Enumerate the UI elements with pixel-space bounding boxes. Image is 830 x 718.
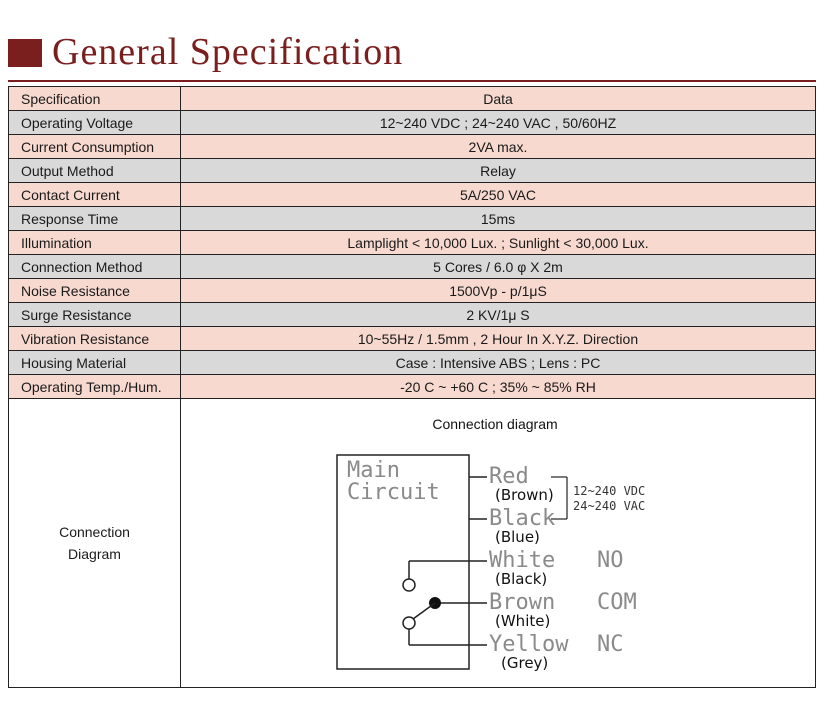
row-value: Relay [180, 158, 816, 183]
contact-nc [402, 616, 416, 630]
row-value: 12~240 VDC ; 24~240 VAC , 50/60HZ [180, 110, 816, 135]
table-row: Illumination Lamplight < 10,000 Lux. ; S… [8, 230, 816, 255]
row-value: Case : Intensive ABS ; Lens : PC [180, 350, 816, 375]
row-key: Operating Temp./Hum. [8, 374, 181, 399]
table-row: Connection Method 5 Cores / 6.0 φ X 2m [8, 254, 816, 279]
term-no: NO [597, 548, 624, 573]
row-key: Housing Material [8, 350, 181, 375]
table-row: Noise Resistance 1500Vp - p/1μS [8, 278, 816, 303]
supply-dc: 12~240 VDC [573, 484, 645, 498]
table-row: Housing Material Case : Intensive ABS ; … [8, 350, 816, 375]
spec-table: Specification Data Operating Voltage 12~… [8, 86, 816, 688]
row-value: 2VA max. [180, 134, 816, 159]
table-row: Operating Temp./Hum. -20 C ~ +60 C ; 35%… [8, 374, 816, 399]
row-key: Connection Method [8, 254, 181, 279]
row-value: 5A/250 VAC [180, 182, 816, 207]
row-key: Operating Voltage [8, 110, 181, 135]
relay-arm [412, 602, 436, 620]
title-divider [8, 80, 816, 82]
wire-label-black: Black [489, 506, 555, 531]
table-row: Surge Resistance 2 KV/1μ S [8, 302, 816, 327]
wire-label-white: White [489, 548, 555, 573]
row-key: Output Method [8, 158, 181, 183]
wire-sub-white: (Black) [495, 570, 547, 588]
table-row: Response Time 15ms [8, 206, 816, 231]
title-square-icon [8, 39, 42, 67]
wire-label-red: Red [489, 464, 529, 489]
row-value: -20 C ~ +60 C ; 35% ~ 85% RH [180, 374, 816, 399]
table-header-row: Specification Data [8, 86, 816, 111]
row-value: 5 Cores / 6.0 φ X 2m [180, 254, 816, 279]
main-circuit-box [336, 454, 470, 670]
wire-sub-red: (Brown) [495, 486, 554, 504]
connection-diagram-cell: Connection diagram Main Circuit [180, 398, 816, 688]
page-header: General Specification [8, 30, 403, 74]
wire-sub-black: (Blue) [495, 528, 540, 546]
table-row: Output Method Relay [8, 158, 816, 183]
connection-diagram: Connection diagram Main Circuit [181, 399, 815, 687]
row-value: 15ms [180, 206, 816, 231]
row-value: Lamplight < 10,000 Lux. ; Sunlight < 30,… [180, 230, 816, 255]
supply-ac: 24~240 VAC [573, 499, 645, 513]
table-row: Current Consumption 2VA max. [8, 134, 816, 159]
table-row: Contact Current 5A/250 VAC [8, 182, 816, 207]
wiring-diagram: Connection diagram Main Circuit [336, 416, 645, 672]
connection-label-line1: Connection [59, 524, 130, 540]
term-com: COM [597, 590, 637, 615]
row-key: Response Time [8, 206, 181, 231]
connection-label: Connection Diagram [8, 398, 181, 688]
row-key: Current Consumption [8, 134, 181, 159]
row-key: Surge Resistance [8, 302, 181, 327]
row-key: Noise Resistance [8, 278, 181, 303]
box-label-circuit: Circuit [347, 480, 440, 505]
contact-no [402, 578, 416, 592]
row-key: Illumination [8, 230, 181, 255]
page-title: General Specification [52, 31, 404, 73]
row-value: 2 KV/1μ S [180, 302, 816, 327]
wire-label-brown: Brown [489, 590, 555, 615]
wire-label-yellow: Yellow [489, 632, 569, 657]
row-value: 1500Vp - p/1μS [180, 278, 816, 303]
connection-row: Connection Diagram Connection diagram Ma… [8, 398, 816, 688]
header-spec: Specification [8, 86, 181, 111]
box-label-main: Main [347, 458, 400, 483]
connection-label-line2: Diagram [68, 546, 121, 562]
header-data: Data [180, 86, 816, 111]
wire-sub-brown: (White) [495, 612, 550, 630]
row-value: 10~55Hz / 1.5mm , 2 Hour In X.Y.Z. Direc… [180, 326, 816, 351]
table-row: Operating Voltage 12~240 VDC ; 24~240 VA… [8, 110, 816, 135]
term-nc: NC [597, 632, 624, 657]
wire-sub-yellow: (Grey) [501, 654, 548, 672]
diagram-title: Connection diagram [432, 416, 557, 432]
row-key: Vibration Resistance [8, 326, 181, 351]
table-row: Vibration Resistance 10~55Hz / 1.5mm , 2… [8, 326, 816, 351]
row-key: Contact Current [8, 182, 181, 207]
